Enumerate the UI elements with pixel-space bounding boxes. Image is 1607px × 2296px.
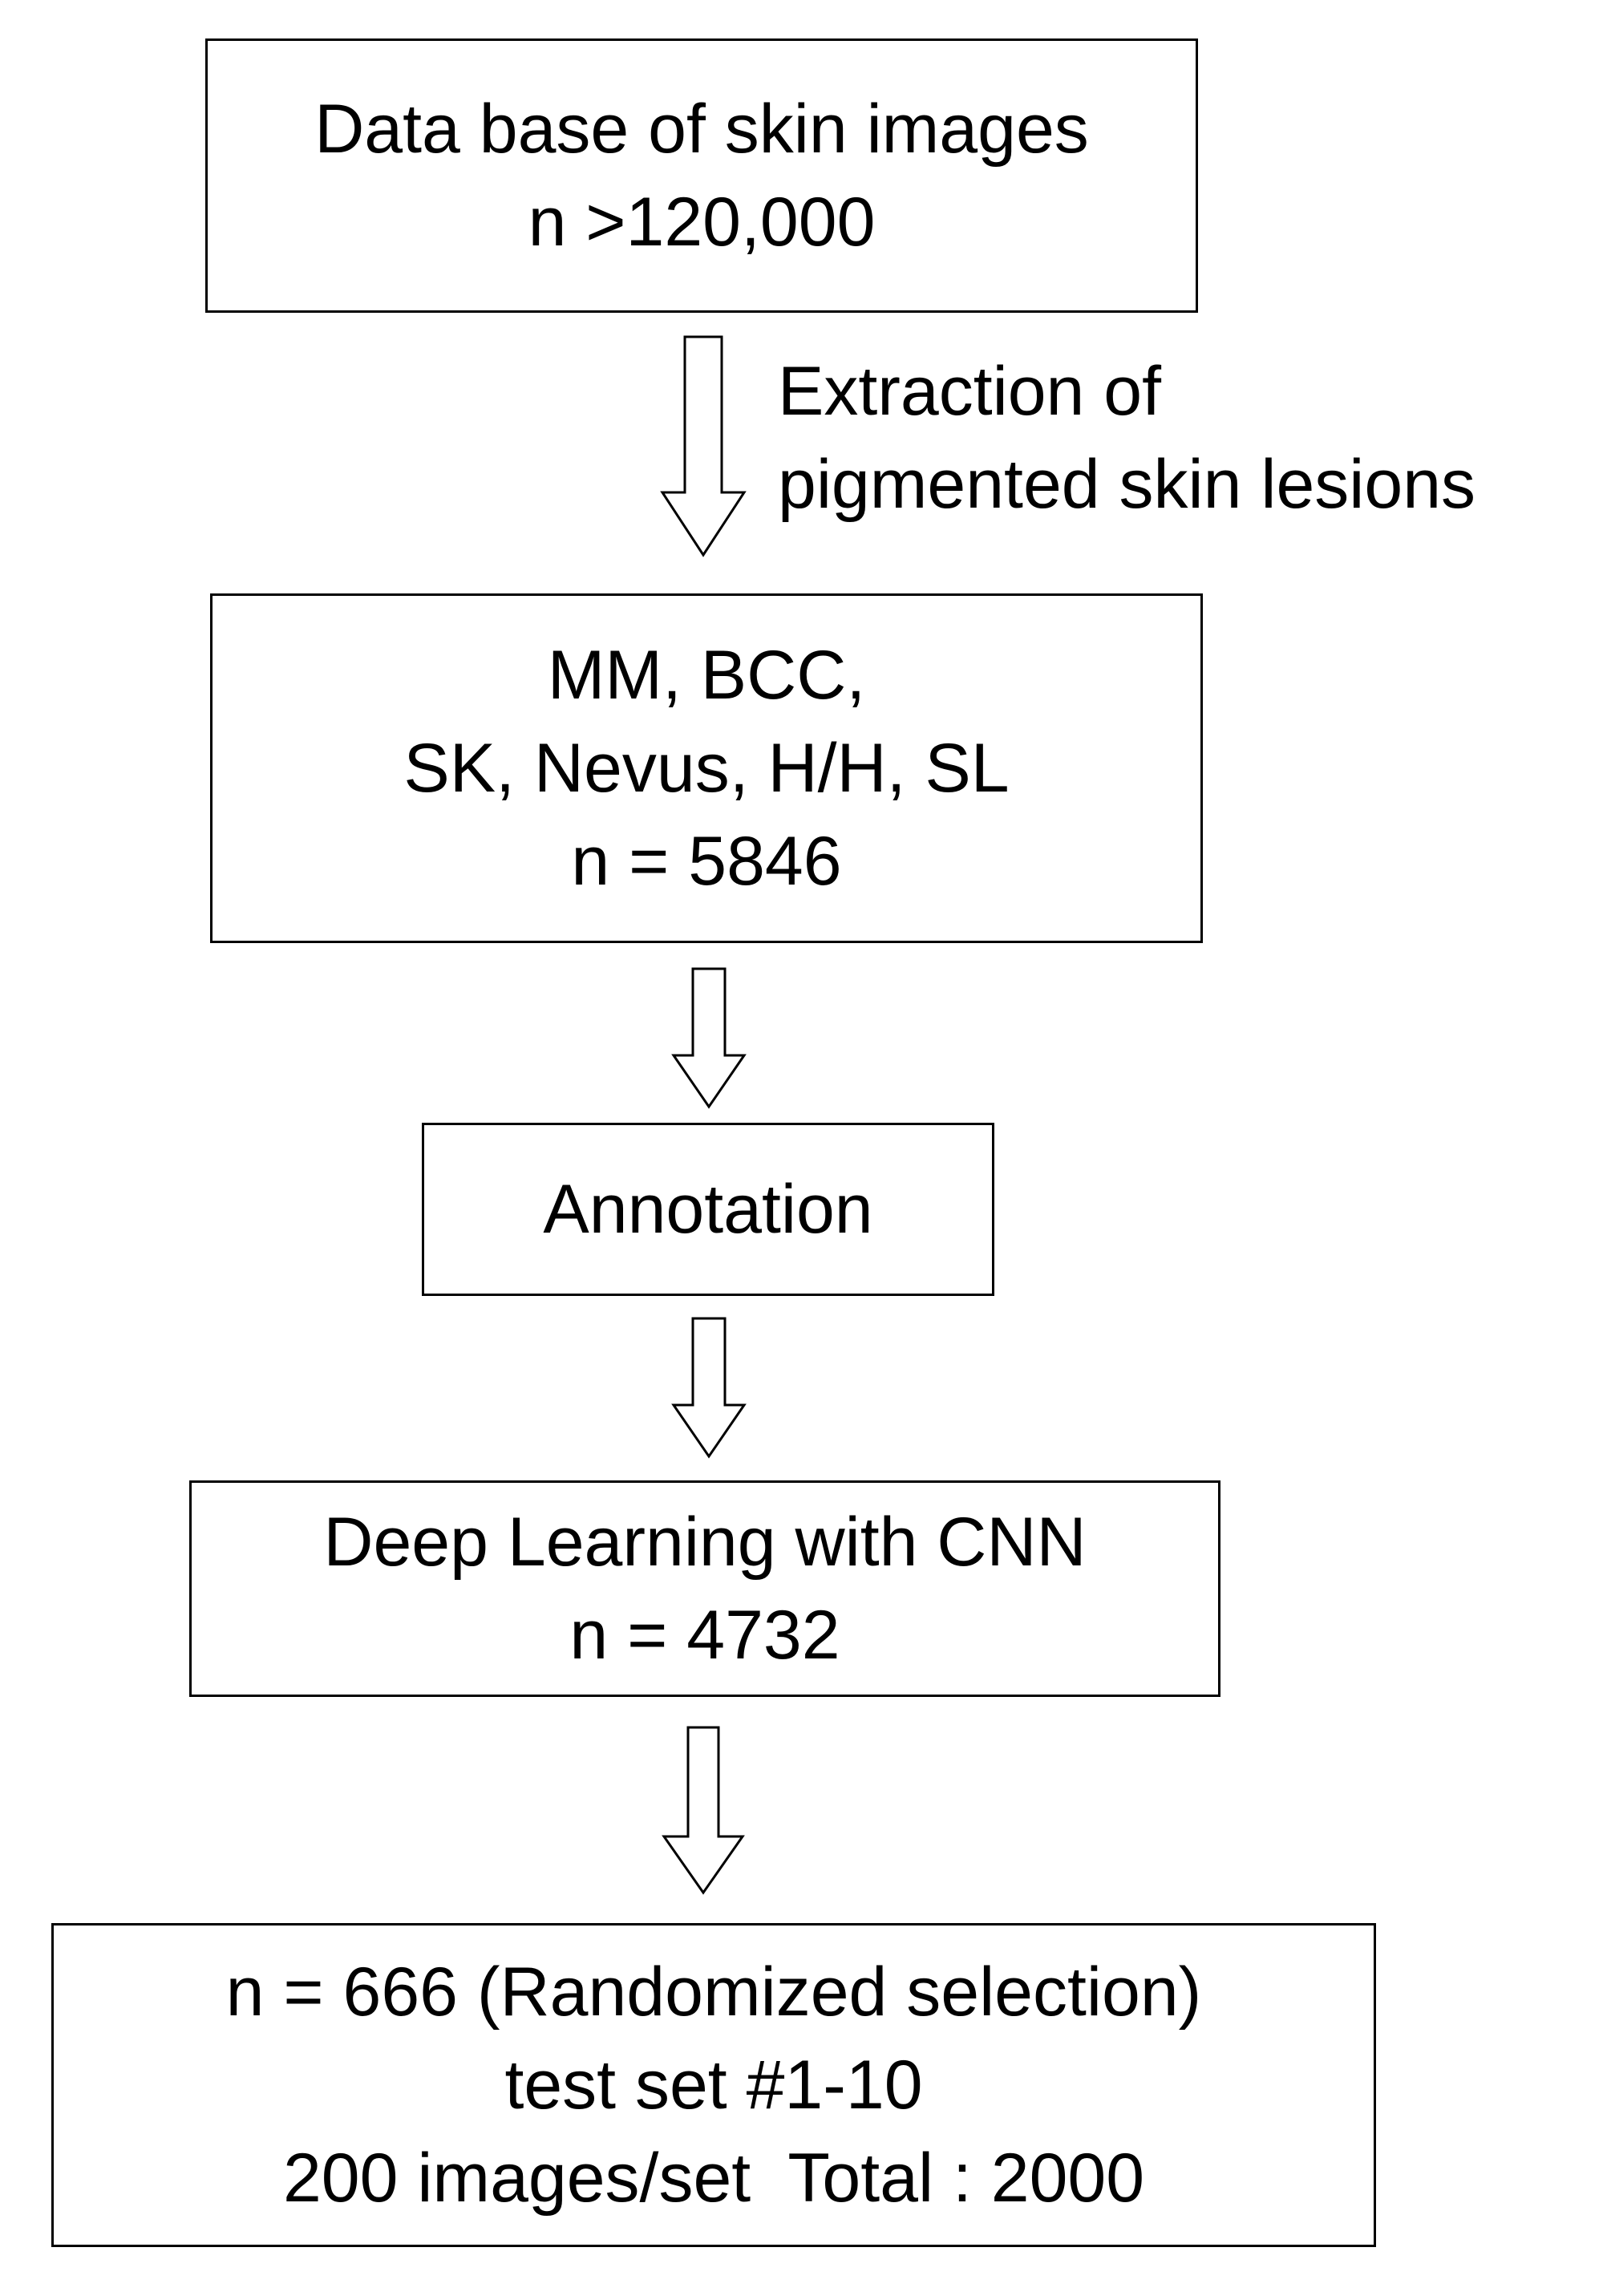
step-lesions-box: MM, BCC, SK, Nevus, H/H, SL n = 5846 bbox=[210, 593, 1203, 943]
down-arrow-icon bbox=[671, 967, 747, 1109]
step-test-set-line-1: n = 666 (Randomized selection) bbox=[225, 1954, 1202, 2031]
down-arrow-icon bbox=[662, 1726, 745, 1895]
step-lesions-line-3: n = 5846 bbox=[571, 823, 842, 900]
extraction-label-line-1: Extraction of bbox=[778, 353, 1161, 430]
step-deep-learning-box: Deep Learning with CNN n = 4732 bbox=[189, 1480, 1220, 1697]
step-annotation-box: Annotation bbox=[422, 1123, 994, 1296]
extraction-label-line-2: pigmented skin lesions bbox=[778, 446, 1476, 523]
down-arrow-icon bbox=[671, 1317, 747, 1459]
step-test-set-box: n = 666 (Randomized selection) test set … bbox=[51, 1923, 1376, 2247]
step-database-line-2: n >120,000 bbox=[528, 184, 876, 261]
step-database-box: Data base of skin images n >120,000 bbox=[205, 38, 1198, 313]
extraction-label: Extraction of pigmented skin lesions bbox=[778, 345, 1475, 531]
step-test-set-line-3: 200 images/set Total : 2000 bbox=[282, 2140, 1145, 2217]
down-arrow-icon bbox=[660, 335, 747, 557]
step-deep-learning-line-1: Deep Learning with CNN bbox=[323, 1504, 1087, 1581]
step-test-set-line-2: test set #1-10 bbox=[504, 2047, 923, 2124]
step-lesions-line-1: MM, BCC, bbox=[547, 637, 866, 714]
step-database-line-1: Data base of skin images bbox=[314, 91, 1089, 168]
step-lesions-line-2: SK, Nevus, H/H, SL bbox=[403, 730, 1010, 807]
step-annotation-line-1: Annotation bbox=[543, 1171, 873, 1248]
step-deep-learning-line-2: n = 4732 bbox=[569, 1597, 840, 1674]
